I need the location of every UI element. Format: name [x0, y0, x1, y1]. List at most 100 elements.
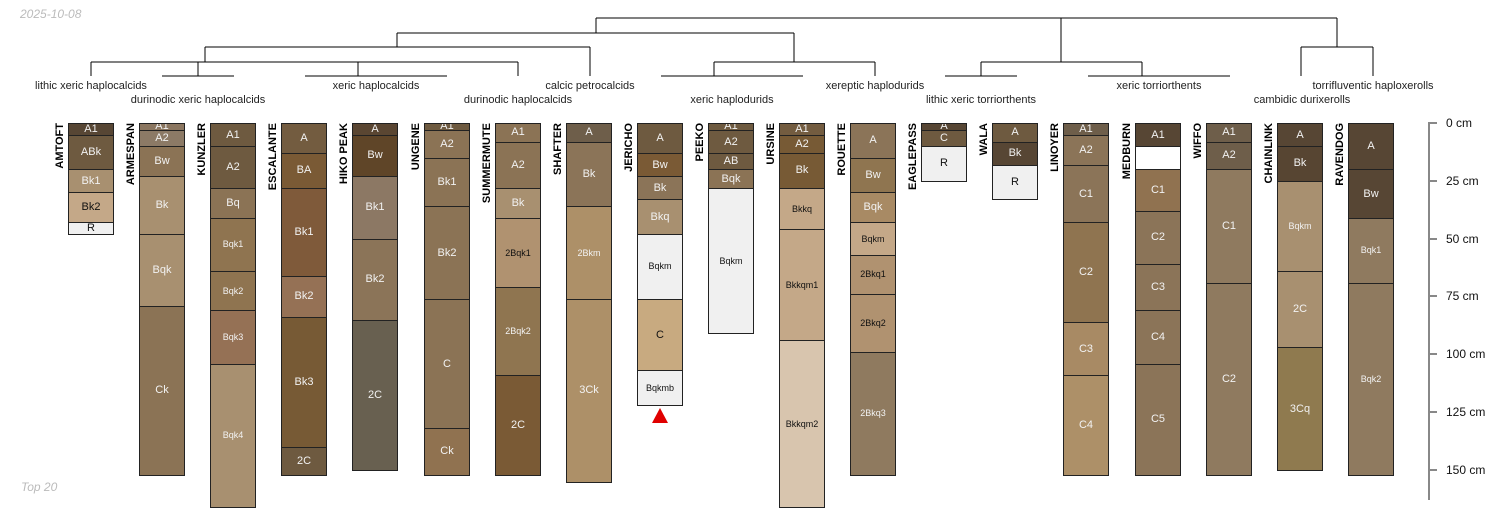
horizon: Bqkmb: [637, 370, 683, 407]
horizon: Bqk2: [1348, 282, 1394, 476]
axis-tick-label: 50 cm: [1446, 231, 1479, 246]
profile-name: KUNZLER: [196, 123, 208, 176]
horizon-label: A1: [724, 123, 738, 131]
horizon: A2: [424, 129, 470, 159]
horizon: Bk1: [281, 187, 327, 277]
profile-name: WIFFO: [1192, 123, 1204, 159]
horizon: C: [637, 298, 683, 372]
horizon-label: Bqkm: [648, 261, 672, 272]
horizon-label: Bw: [652, 158, 668, 171]
taxonomy-label: durinodic haplocalcids: [463, 94, 573, 106]
taxonomy-label: xeric haplodurids: [690, 94, 774, 106]
horizon: Bk1: [352, 176, 398, 240]
horizon: 2C: [495, 375, 541, 476]
horizon: Bw: [637, 153, 683, 178]
horizon: Bqk3: [210, 310, 256, 365]
horizon-label: A2: [1079, 143, 1093, 156]
horizon-label: Bkkqm2: [785, 418, 819, 429]
horizon: 2C: [352, 319, 398, 471]
horizon-label: Bk3: [294, 376, 314, 389]
horizon-label: A1: [795, 123, 809, 135]
horizon: A2: [139, 129, 185, 148]
horizon: [1135, 146, 1181, 171]
horizon: Bqkm: [850, 222, 896, 256]
horizon: A: [637, 123, 683, 155]
horizon-label: A1: [1151, 128, 1165, 141]
taxonomy-label: durinodic xeric haplocalcids: [130, 94, 266, 106]
profile-name: ARMESPAN: [125, 123, 137, 186]
horizon-label: C: [656, 328, 664, 341]
horizon: A2: [210, 146, 256, 189]
axis-tick-label: 150 cm: [1446, 462, 1486, 477]
horizon: C1: [1206, 169, 1252, 284]
horizon-label: Bqk: [863, 201, 883, 214]
horizon: R: [921, 146, 967, 182]
horizon-label: A1: [511, 126, 525, 139]
horizon-label: Bw: [367, 149, 383, 162]
horizon: Bk1: [424, 157, 470, 208]
horizon: C2: [1135, 210, 1181, 266]
horizon-label: Bqk1: [1360, 245, 1382, 256]
horizon-label: BA: [296, 164, 312, 177]
horizon-label: Bk: [795, 164, 809, 177]
horizon: 2Bkq1: [850, 254, 896, 296]
horizon-label: Bk1: [294, 225, 314, 238]
horizon: ABk: [68, 134, 114, 171]
horizon: 2Bqk2: [495, 287, 541, 377]
axis-tick: [1428, 468, 1437, 471]
horizon-label: 2Bqk1: [505, 247, 531, 258]
horizon-label: 2C: [367, 388, 383, 401]
profile-name: CHAINLINK: [1263, 123, 1275, 184]
taxonomy-label: lithic xeric haplocalcids: [35, 80, 147, 92]
horizon-label: C: [940, 132, 948, 145]
horizon: Bqk: [139, 234, 185, 307]
horizon: A2: [1206, 141, 1252, 171]
horizon-label: Bkkqm1: [785, 279, 819, 290]
horizon-label: R: [87, 222, 95, 235]
horizon-label: Bqk1: [222, 239, 244, 250]
horizon: C3: [1135, 264, 1181, 312]
horizon-label: A1: [155, 123, 169, 131]
horizon: A1: [495, 123, 541, 143]
horizon-label: 3Cq: [1289, 402, 1311, 415]
horizon: AB: [708, 153, 754, 171]
horizon-label: C3: [1150, 281, 1166, 294]
horizon: Bqk1: [210, 217, 256, 273]
horizon-label: 2Bkq2: [860, 318, 886, 329]
horizon: C3: [1063, 321, 1109, 377]
horizon: 3Cq: [1277, 347, 1323, 471]
horizon-label: Bk: [155, 199, 169, 212]
horizon: C1: [1135, 169, 1181, 212]
horizon: C4: [1063, 375, 1109, 476]
horizon: Bk2: [281, 275, 327, 319]
horizon: Bqkm: [637, 234, 683, 300]
horizon: Bqk: [850, 192, 896, 224]
horizon-label: 2Bkq3: [860, 408, 886, 419]
taxonomy-label: calcic petrocalcids: [545, 80, 635, 92]
horizon: 2C: [1277, 271, 1323, 349]
horizon: 2Bqk1: [495, 217, 541, 289]
profile-name: RAVENDOG: [1334, 123, 1346, 186]
horizon: Bw: [850, 157, 896, 194]
horizon: A: [850, 123, 896, 159]
taxonomy-label: lithic xeric torriorthents: [925, 94, 1037, 106]
horizon: Bqk: [708, 169, 754, 189]
profile-name: JERICHO: [623, 123, 635, 172]
horizon: Bqkm: [708, 187, 754, 335]
axis-tick-label: 125 cm: [1446, 405, 1486, 420]
horizon-label: A1: [1079, 123, 1093, 135]
horizon-label: 2C: [296, 454, 312, 467]
horizon-label: Ck: [155, 384, 169, 397]
horizon-label: A: [585, 126, 593, 139]
horizon-label: Bqkm: [719, 255, 743, 266]
horizon-label: Bqk2: [1360, 373, 1382, 384]
horizon-label: A2: [440, 137, 454, 150]
horizon-label: Bqkmb: [645, 382, 674, 393]
horizon-label: Bk: [1008, 147, 1022, 160]
axis-tick-label: 100 cm: [1446, 347, 1486, 362]
horizon-label: Bk2: [437, 246, 457, 259]
horizon-label: A2: [511, 158, 525, 171]
horizon-label: AB: [723, 155, 739, 168]
horizon: Bk: [566, 141, 612, 208]
horizon: Ck: [424, 428, 470, 476]
